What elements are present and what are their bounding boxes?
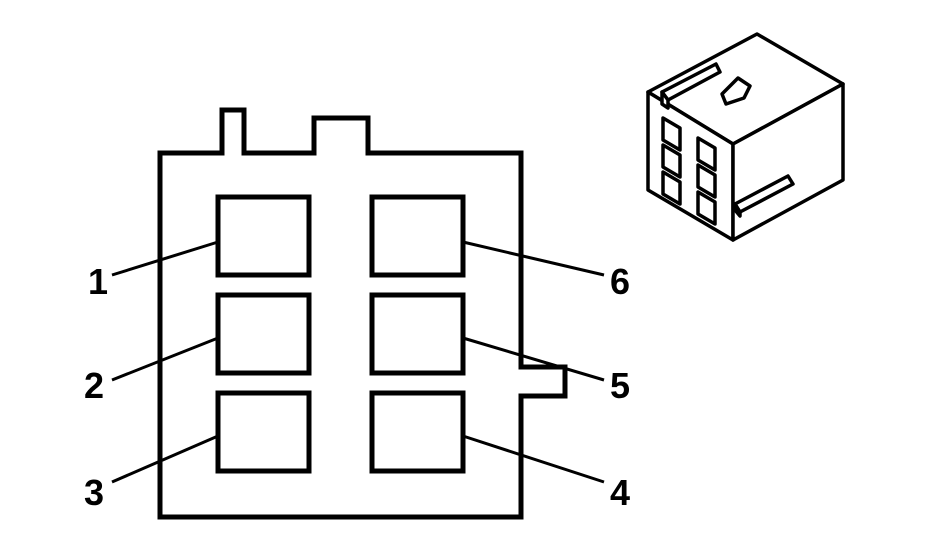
latch-ridge-top-edge (660, 90, 670, 110)
iso-cavity-3 (661, 170, 682, 206)
pin-label-3: 3 (84, 472, 104, 513)
pin-cavity-4 (369, 390, 466, 474)
pin-label-2: 2 (84, 365, 104, 406)
iso-cavity-6 (696, 136, 717, 172)
iso-cavity-1 (661, 116, 682, 152)
lock-tab (720, 76, 752, 106)
leader-lines (111, 240, 605, 484)
side-rail-edge (733, 202, 742, 218)
leader-line-4 (462, 434, 605, 484)
leader-line-1 (111, 240, 219, 277)
pin-label-1: 1 (88, 261, 108, 302)
pin-cavity-2 (215, 292, 312, 376)
iso-cavity-5 (696, 163, 717, 199)
leader-line-6 (462, 240, 605, 277)
pin-cavity-6 (369, 194, 466, 278)
iso-cavity-4 (696, 190, 717, 226)
connector-isometric-illustration (646, 32, 845, 242)
connector-housing-outline (157, 107, 568, 520)
leader-line-2 (111, 336, 219, 382)
pin-cavity-1 (215, 194, 312, 278)
connector-face (157, 107, 568, 520)
iso-cavity-2 (661, 143, 682, 179)
pin-label-6: 6 (610, 261, 630, 302)
pin-label-4: 4 (610, 472, 630, 513)
pin-label-5: 5 (610, 365, 630, 406)
pin-cavity-5 (369, 292, 466, 376)
pin-labels: 1 2 3 4 5 6 (84, 261, 630, 513)
leader-line-5 (462, 336, 605, 382)
leader-line-3 (111, 434, 219, 484)
pin-cavity-3 (215, 390, 312, 474)
